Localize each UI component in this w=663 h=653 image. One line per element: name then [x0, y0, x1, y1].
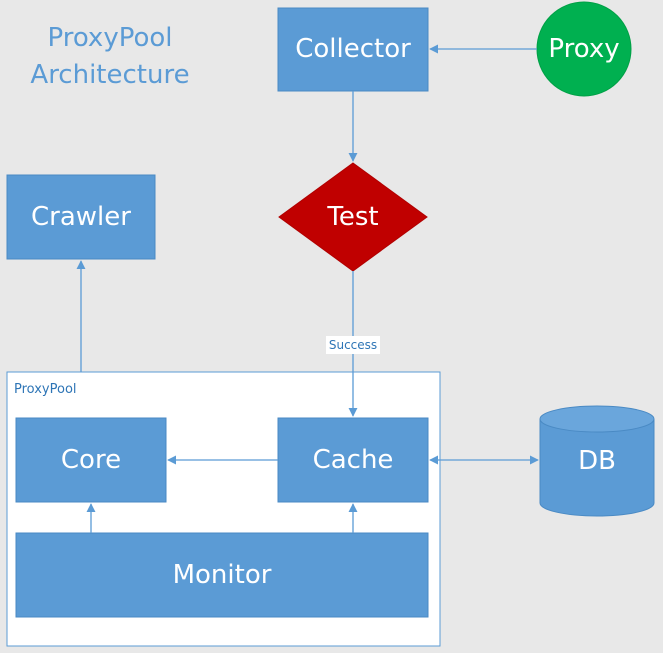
core-label: Core — [61, 445, 121, 475]
monitor-node: Monitor — [15, 532, 429, 618]
collector-node: Collector — [277, 7, 429, 92]
diagram-title-line1: ProxyPool — [47, 23, 172, 53]
crawler-node: Crawler — [6, 174, 156, 260]
cache-node: Cache — [277, 417, 429, 503]
cache-label: Cache — [313, 445, 394, 475]
success-label-bg — [326, 336, 380, 354]
success-label: Success — [329, 338, 377, 352]
collector-label: Collector — [295, 34, 411, 64]
test-label: Test — [326, 202, 378, 232]
crawler-label: Crawler — [31, 202, 131, 232]
proxy-label: Proxy — [548, 34, 619, 64]
db-node: DB — [539, 405, 655, 517]
monitor-label: Monitor — [173, 560, 272, 590]
proxy-node: Proxy — [536, 1, 632, 97]
diagram-title-line2: Architecture — [30, 60, 189, 90]
core-node: Core — [15, 417, 167, 503]
test-node: Test — [278, 162, 428, 272]
proxypool-container-label: ProxyPool — [14, 382, 77, 397]
db-label: DB — [578, 446, 616, 476]
